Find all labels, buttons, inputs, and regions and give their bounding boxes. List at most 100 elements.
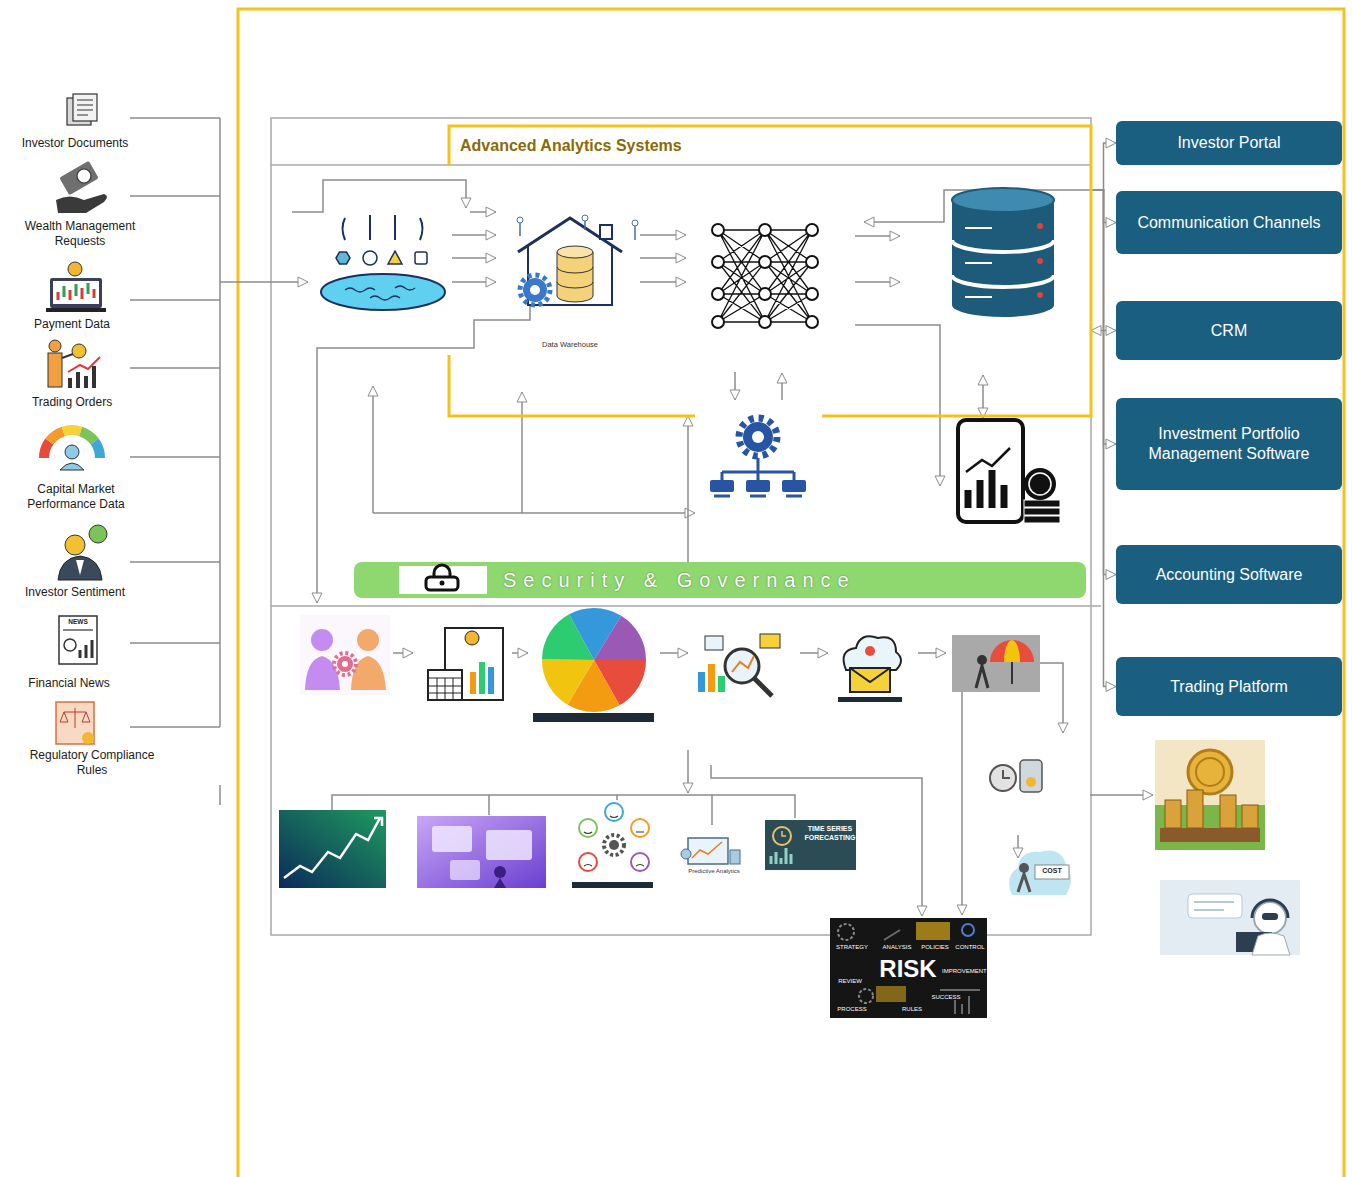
dashboard-image <box>417 816 546 888</box>
database-icon <box>952 200 1054 317</box>
neural-network-icon <box>759 288 771 300</box>
flow-wires <box>452 234 496 236</box>
payment-laptop-icon <box>50 278 102 308</box>
analysis-magnifier-icon <box>725 649 759 683</box>
sentiment-person-icon <box>76 560 84 575</box>
box-label: Accounting Software <box>1126 565 1332 585</box>
system-box: Trading Platform <box>1116 657 1342 716</box>
connector <box>1091 190 1116 687</box>
segmentation-pie-icon <box>533 713 654 722</box>
flow-wires <box>1040 663 1063 733</box>
revenue-image <box>1155 740 1265 850</box>
input-wires <box>130 118 220 805</box>
database-icon <box>1037 292 1043 298</box>
lock-icon-body <box>426 577 458 590</box>
flow-wires <box>292 180 466 212</box>
flow-wires <box>1090 794 1153 796</box>
advisory-image <box>1004 640 1020 662</box>
security-governance-band: Security & Governance <box>354 562 1086 598</box>
data-warehouse-icon <box>557 252 593 302</box>
flow-wires <box>640 257 686 259</box>
segmentation-pie-icon <box>568 634 620 686</box>
revenue-image <box>1196 758 1224 786</box>
flow-wires <box>711 765 922 916</box>
market-trend-image <box>284 818 380 878</box>
gauge-icon <box>95 442 100 459</box>
risk-image <box>830 918 987 1018</box>
advisory-image <box>976 666 988 688</box>
box-label: Trading Platform <box>1126 677 1332 697</box>
flow-wires <box>855 325 940 486</box>
segmentation-pie-icon <box>533 634 654 722</box>
report-calendar-icon <box>488 667 494 694</box>
database-icon <box>1037 258 1043 264</box>
newspaper-icon <box>80 640 92 658</box>
data-warehouse-icon <box>530 285 540 295</box>
data-warehouse-icon <box>582 215 588 221</box>
revenue-image <box>1187 790 1203 828</box>
flow-wires <box>800 652 828 654</box>
mobile-finance-icon <box>968 470 1004 508</box>
data-warehouse-icon <box>517 215 638 305</box>
dashboard-image <box>450 860 480 880</box>
analysis-magnifier-icon <box>718 676 725 692</box>
segmentation-pie-icon <box>568 634 620 686</box>
input-source-label: Wealth Management Requests <box>10 219 150 248</box>
neural-network-icon <box>712 316 724 328</box>
image-text: REVIEW <box>835 978 865 985</box>
flow-wires <box>512 652 528 654</box>
time-series-image <box>765 820 856 870</box>
flow-wires <box>734 372 736 400</box>
box-label: Investment Portfolio Management Software <box>1126 424 1332 464</box>
input-source-label: Regulatory Compliance Rules <box>17 748 167 777</box>
segmentation-pie-icon <box>568 634 620 686</box>
payment-laptop-icon <box>46 308 106 312</box>
image-text: CONTROL <box>954 944 986 951</box>
system-box: CRM <box>1116 301 1342 360</box>
savings-clock-icon <box>990 760 1042 792</box>
advisory-image <box>1011 662 1013 684</box>
data-warehouse-icon <box>520 220 635 240</box>
cloud-alert-icon <box>844 636 901 670</box>
database-icon <box>952 188 1054 317</box>
input-source-label: Investor Documents <box>0 136 150 151</box>
savings-clock-icon <box>1003 770 1010 778</box>
data-lake-icon <box>343 215 423 240</box>
icon-text: COST <box>1036 867 1068 876</box>
advisory-image <box>952 635 1040 692</box>
flow-wires <box>292 180 1153 916</box>
flow-wires <box>918 652 946 654</box>
analysis-magnifier-icon <box>705 636 723 650</box>
time-series-image <box>782 831 786 836</box>
newspaper-icon <box>59 616 97 664</box>
risk-image <box>962 924 974 936</box>
report-calendar-icon <box>470 672 476 694</box>
gauge-icon <box>60 463 84 470</box>
box-label: CRM <box>1126 321 1332 341</box>
revenue-image <box>1242 805 1258 828</box>
risk-image <box>916 922 950 940</box>
newspaper-icon <box>64 639 76 651</box>
mobile-finance-icon <box>1024 468 1056 500</box>
compliance-certificate-icon <box>60 708 90 728</box>
sentiment-faces-icon <box>572 882 653 888</box>
payment-laptop-icon <box>53 281 99 304</box>
data-lake-icon <box>388 251 402 264</box>
trading-person-icon <box>68 357 100 372</box>
sentiment-faces-icon <box>572 803 653 888</box>
image-text: ANALYSIS <box>879 944 915 951</box>
sentiment-person-icon <box>89 525 107 543</box>
flow-wires <box>452 281 496 283</box>
flow-wires <box>961 692 963 915</box>
gauge-icon <box>81 431 95 441</box>
data-warehouse-icon <box>517 217 523 223</box>
image-text: STRATEGY <box>834 944 870 951</box>
flow-wires <box>855 281 900 283</box>
lock-icon-shackle <box>434 565 450 577</box>
neural-network-icon <box>759 256 771 268</box>
revenue-image <box>1220 795 1236 828</box>
sentiment-faces-icon <box>605 803 623 821</box>
neural-network-icon <box>759 316 771 328</box>
orchestration-gear-icon <box>722 458 794 480</box>
mobile-finance-icon <box>1024 508 1060 515</box>
